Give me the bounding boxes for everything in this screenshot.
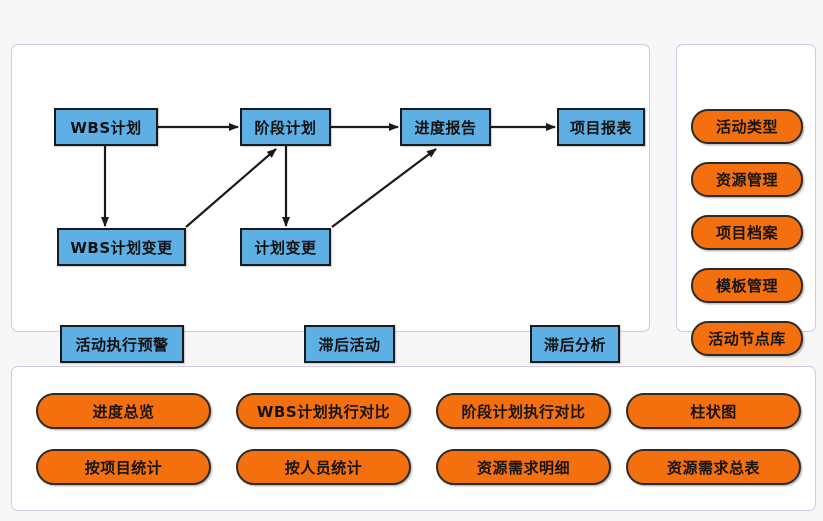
side-button-template-mgmt[interactable]: 模板管理 xyxy=(691,268,803,303)
flow-node-delayed-activity[interactable]: 滞后活动 xyxy=(304,325,395,363)
flow-node-project-report[interactable]: 项目报表 xyxy=(557,108,645,146)
report-button-stats-by-project[interactable]: 按项目统计 xyxy=(36,449,211,485)
flow-node-wbs-plan-change[interactable]: WBS计划变更 xyxy=(57,228,186,266)
side-button-project-archive[interactable]: 项目档案 xyxy=(691,215,803,250)
flow-node-wbs-plan[interactable]: WBS计划 xyxy=(54,108,158,146)
connector-wbs-plan-change-to-phase-plan xyxy=(185,148,277,228)
side-button-resource-mgmt[interactable]: 资源管理 xyxy=(691,162,803,197)
flow-connector-layer xyxy=(101,123,556,228)
report-button-progress-overview[interactable]: 进度总览 xyxy=(36,393,211,429)
flow-node-activity-warning[interactable]: 活动执行预警 xyxy=(60,325,184,363)
report-button-bar-chart[interactable]: 柱状图 xyxy=(626,393,801,429)
flow-node-phase-plan[interactable]: 阶段计划 xyxy=(240,108,331,146)
side-button-activity-node-lib[interactable]: 活动节点库 xyxy=(691,321,803,356)
report-button-wbs-plan-exec-compare[interactable]: WBS计划执行对比 xyxy=(236,393,411,429)
report-button-phase-plan-exec-compare[interactable]: 阶段计划执行对比 xyxy=(436,393,611,429)
report-button-stats-by-person[interactable]: 按人员统计 xyxy=(236,449,411,485)
side-button-activity-type[interactable]: 活动类型 xyxy=(691,109,803,144)
flow-node-delay-analysis[interactable]: 滞后分析 xyxy=(530,325,620,363)
report-button-resource-demand-summary[interactable]: 资源需求总表 xyxy=(626,449,801,485)
flowchart-panel: WBS计划 阶段计划 进度报告 项目报表 WBS计划变更 计划变更 活动执行预警… xyxy=(11,44,650,363)
report-button-resource-demand-detail[interactable]: 资源需求明细 xyxy=(436,449,611,485)
side-module-panel: 活动类型 资源管理 项目档案 模板管理 活动节点库 xyxy=(676,44,816,356)
connector-plan-change-to-progress-report xyxy=(331,148,437,228)
flow-node-progress-report[interactable]: 进度报告 xyxy=(400,108,491,146)
report-button-panel: 进度总览 WBS计划执行对比 阶段计划执行对比 柱状图 按项目统计 按人员统计 … xyxy=(11,366,816,511)
flow-node-plan-change[interactable]: 计划变更 xyxy=(240,228,331,266)
